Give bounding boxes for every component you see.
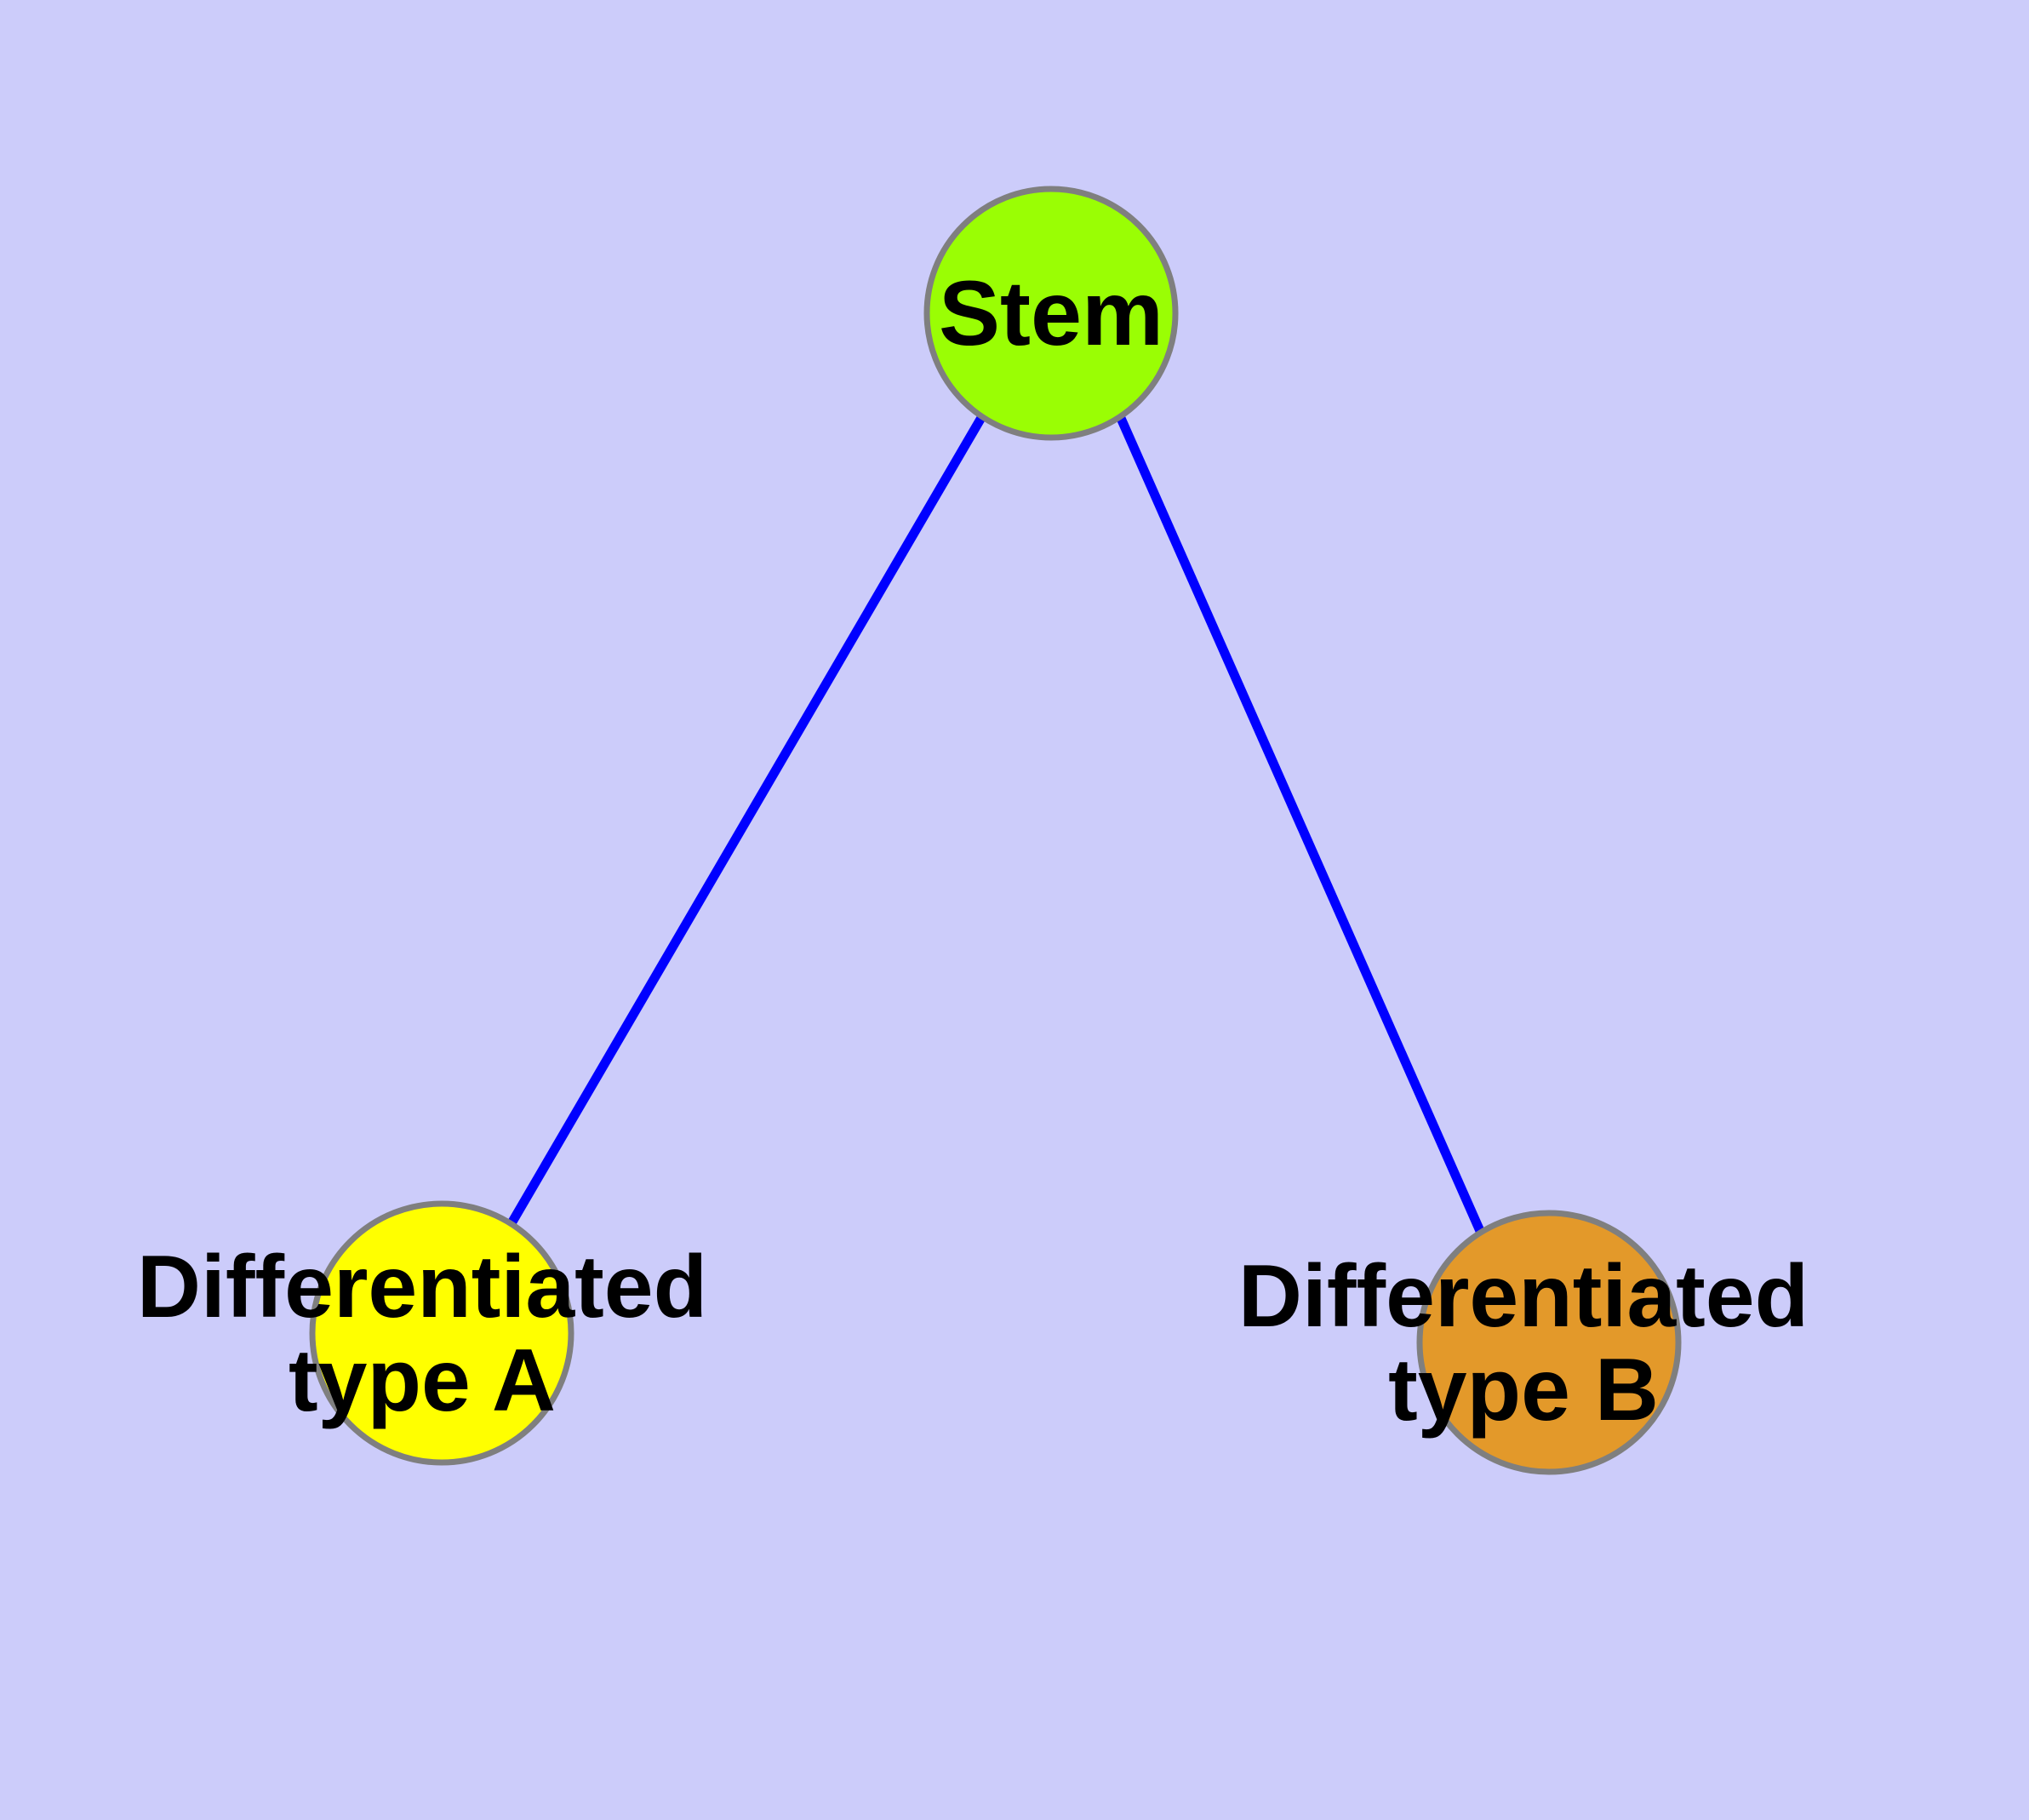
node-diff-b[interactable] bbox=[1416, 1210, 1682, 1475]
node-stem[interactable] bbox=[923, 186, 1179, 441]
edge-stem-to-diff-a[interactable] bbox=[507, 414, 986, 1226]
edge-layer bbox=[507, 414, 1485, 1233]
edge-stem-to-diff-b[interactable] bbox=[1115, 414, 1485, 1233]
node-diff-a[interactable] bbox=[309, 1200, 574, 1466]
node-layer bbox=[309, 186, 1682, 1475]
